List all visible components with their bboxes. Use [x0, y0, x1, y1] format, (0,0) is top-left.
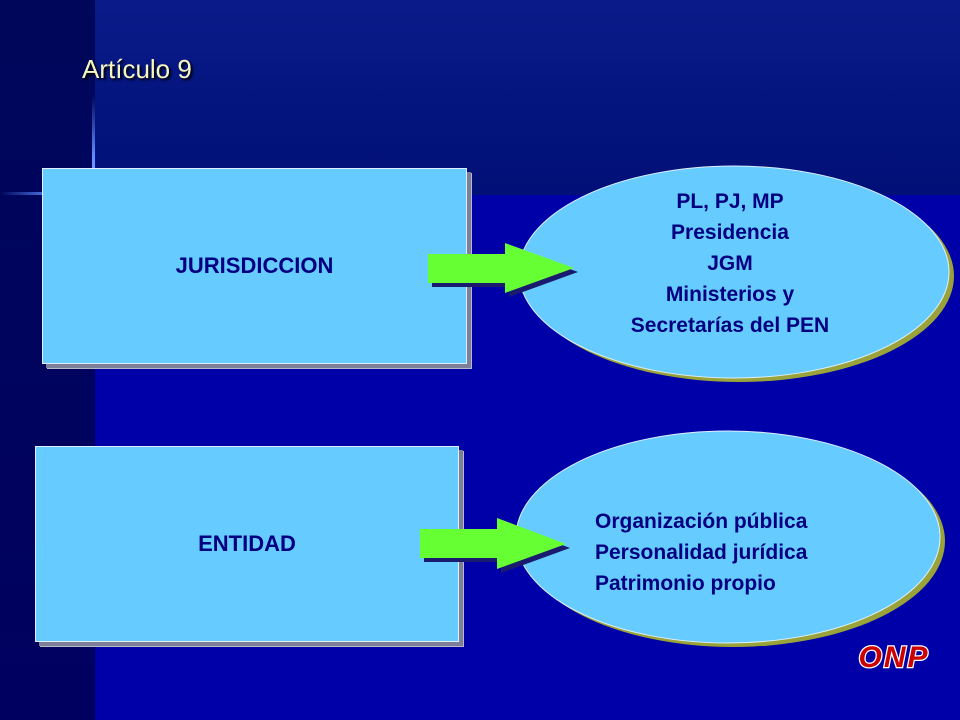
- box-entidad-label: ENTIDAD: [198, 531, 296, 556]
- slide-title: Artículo 9: [82, 54, 192, 84]
- background-top-panel: [95, 0, 960, 195]
- jurisdiccion-item: Ministerios y: [665, 283, 795, 306]
- ellipse-entidad-text: Organización pública Personalidad jurídi…: [595, 506, 895, 599]
- jurisdiccion-item: Presidencia: [671, 221, 789, 244]
- onp-logo-text: ONP: [858, 641, 929, 674]
- box-entidad: ENTIDAD: [35, 446, 459, 642]
- arrow-1: [428, 243, 574, 293]
- ellipse-jurisdiccion-text: PL, PJ, MP Presidencia JGM Ministerios y…: [560, 186, 900, 341]
- box-jurisdiccion: JURISDICCION: [42, 168, 467, 364]
- onp-logo: ONP: [857, 640, 929, 674]
- entidad-item: Patrimonio propio: [595, 572, 776, 595]
- entidad-item: Personalidad jurídica: [595, 541, 808, 564]
- box-jurisdiccion-label: JURISDICCION: [175, 253, 334, 278]
- jurisdiccion-item: Secretarías del PEN: [630, 314, 830, 337]
- jurisdiccion-item: PL, PJ, MP: [676, 190, 784, 213]
- decorative-vertical-line: [92, 95, 95, 195]
- entidad-item: Organización pública: [595, 510, 808, 533]
- arrow-2: [420, 518, 566, 569]
- jurisdiccion-item: JGM: [707, 252, 753, 275]
